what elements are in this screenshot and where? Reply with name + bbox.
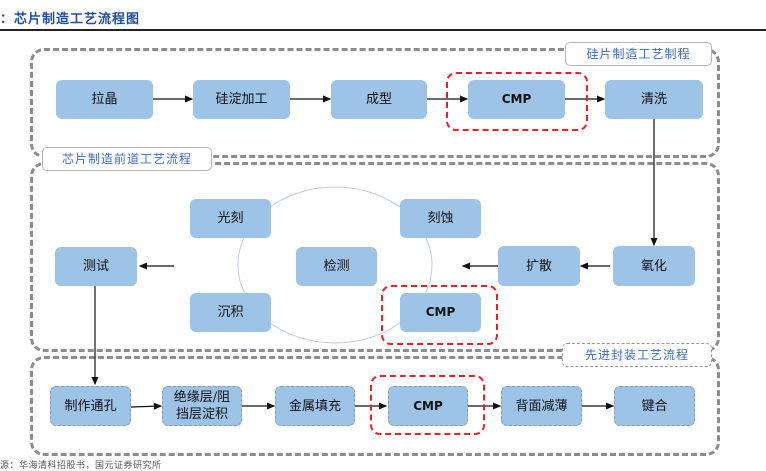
node-ceshi: 测试 [55, 247, 137, 286]
node-chenji: 沉积 [190, 293, 271, 332]
node-jueyuan: 绝缘层/阻 挡层淀积 [162, 386, 242, 426]
node-jueyuan-line1: 绝缘层/阻 [173, 390, 231, 405]
node-zhizuo-label: 制作通孔 [64, 398, 117, 414]
node-jianhe: 键合 [614, 386, 695, 426]
section-label-packaging: 先进封装工艺流程 [562, 343, 712, 367]
node-cmp-packaging: CMP [388, 386, 468, 426]
arrow-zhizuo-jueyuan [130, 402, 163, 410]
node-jueyuan-line2: 挡层淀积 [175, 407, 228, 422]
cmp-highlight-packaging [370, 375, 485, 435]
node-beimian: 背面减薄 [501, 386, 582, 426]
node-jinshu: 金属填充 [275, 386, 355, 426]
node-jianhe-label: 键合 [641, 398, 668, 414]
node-lajing: 拉晶 [56, 80, 153, 119]
node-chengxing: 成型 [331, 80, 427, 119]
source-note: 源：华海清科招股书，国元证券研究所 [0, 461, 162, 471]
node-cmp-wafer: CMP [468, 80, 565, 119]
figure-title: ：芯片制造工艺流程图 [0, 12, 141, 27]
node-jinshu-label: 金属填充 [288, 398, 341, 414]
section-label-wafer: 硅片制造工艺制程 [565, 42, 712, 66]
node-guangke: 光刻 [190, 199, 271, 238]
node-zhizuo: 制作通孔 [50, 386, 131, 426]
node-kuosan: 扩散 [498, 246, 580, 286]
process-cycle-ellipse [237, 186, 433, 344]
node-cmp-frontend: CMP [400, 293, 481, 332]
section-label-frontend: 芯片制造前道工艺流程 [42, 147, 212, 171]
node-keshi: 刻蚀 [400, 199, 481, 238]
node-qingxi: 清洗 [605, 80, 703, 119]
section-frontend [30, 162, 720, 352]
node-jiance: 检测 [296, 247, 377, 286]
node-cmp-packaging-label: CMP [413, 398, 443, 413]
cmp-highlight-wafer [446, 72, 588, 131]
node-guidian: 硅淀加工 [193, 80, 290, 119]
cmp-highlight-frontend [381, 285, 498, 345]
title-divider [0, 29, 766, 31]
node-yanghua: 氧化 [613, 246, 695, 286]
section-wafer [30, 48, 720, 158]
node-beimian-label: 背面减薄 [515, 398, 568, 414]
section-packaging [30, 356, 720, 456]
